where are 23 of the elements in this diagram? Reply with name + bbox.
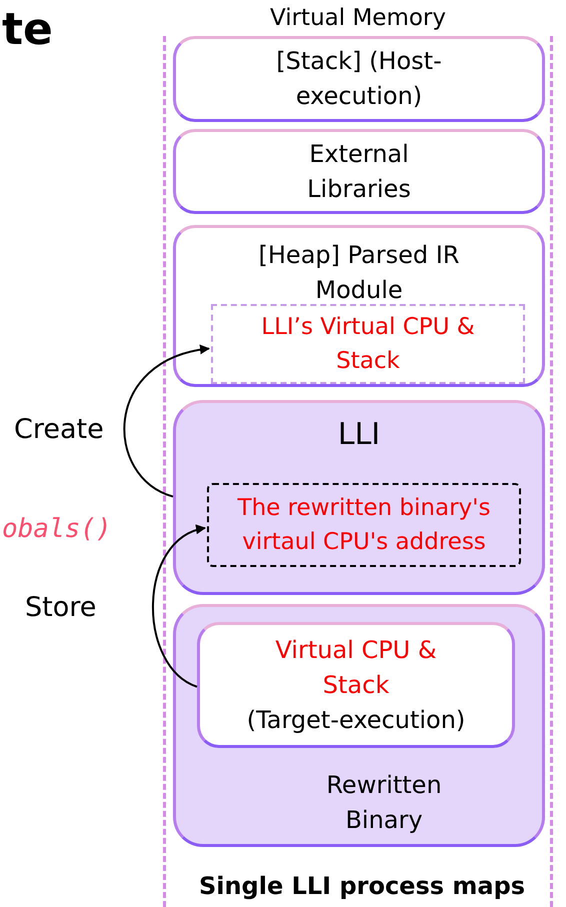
curved-arrow (152, 526, 206, 688)
process-box (173, 604, 545, 847)
memory-box (197, 622, 515, 748)
box-text: LLI (338, 417, 380, 452)
memory-box (173, 225, 545, 387)
region-caption: Single LLI process maps (198, 871, 526, 901)
dashed-box (211, 304, 525, 384)
box-text: Rewritten Binary (325, 770, 443, 836)
box-text: External Libraries (306, 138, 412, 204)
box-text: (Target-execution) (246, 704, 466, 736)
dashed-box (207, 483, 521, 567)
box-text: Virtual CPU & Stack (274, 634, 438, 700)
curved-arrow (124, 345, 210, 498)
memory-box (173, 129, 545, 214)
box-text: The rewritten binary's virtaul CPU's address (236, 494, 492, 557)
box-text: LLI’s Virtual CPU & Stack (260, 313, 476, 376)
code-fragment: obals() (2, 516, 112, 542)
process-box (173, 400, 545, 595)
region-heading: Virtual Memory (268, 4, 447, 33)
memory-box (173, 36, 545, 122)
box-text: [Stack] (Host-execution) (275, 46, 443, 112)
box-text: [Heap] Parsed IR Module (258, 240, 460, 306)
title-fragment: te (2, 8, 53, 52)
